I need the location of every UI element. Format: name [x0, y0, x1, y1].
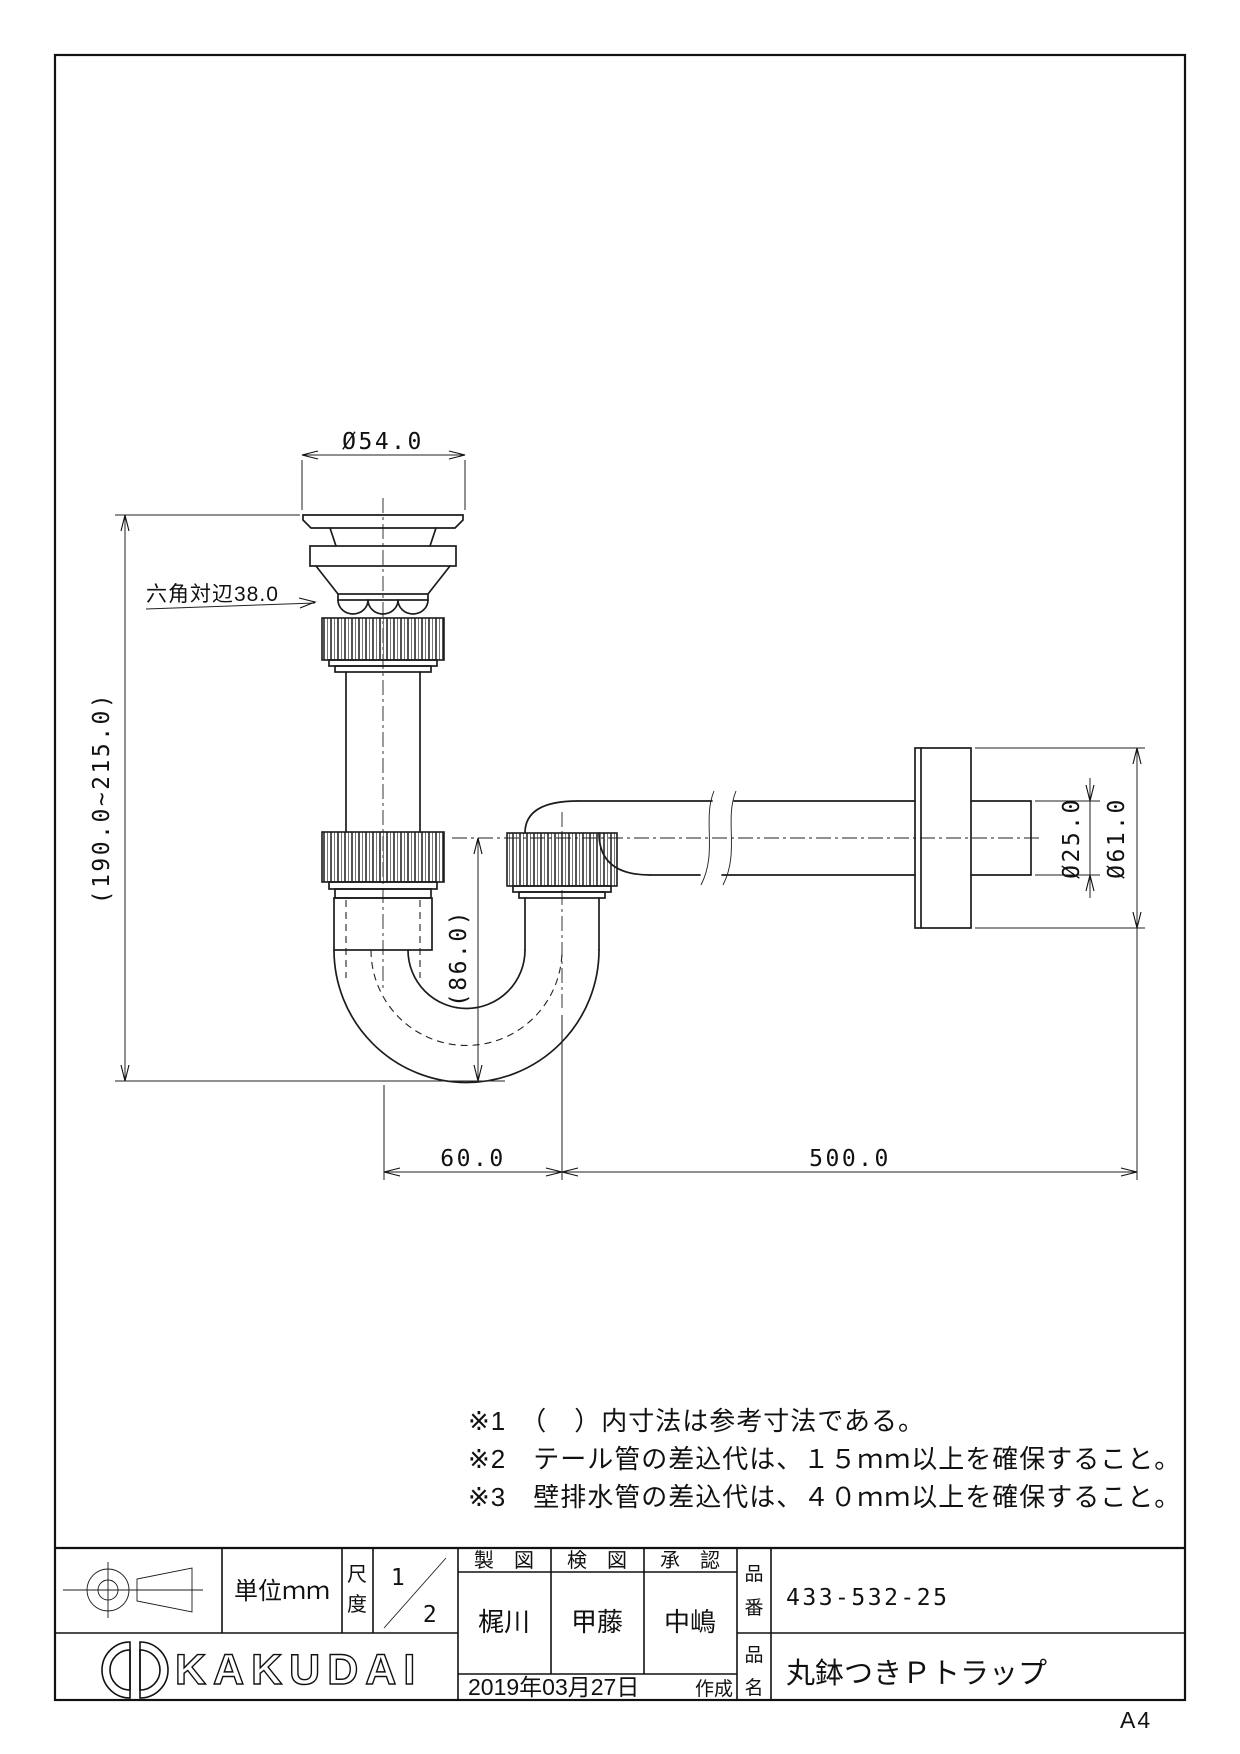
notes: ※1 （ ）内寸法は参考寸法である。 ※2 テール管の差込代は、１５ｍｍ以上を確…	[468, 1406, 1181, 1512]
part-name-label-bottom: 名	[744, 1677, 763, 1699]
dimension-pipe-diameter: Ø25.0	[1035, 778, 1100, 898]
scale-label-top: 尺	[347, 1564, 367, 1586]
dim-offset-label: 60.0	[440, 1146, 505, 1172]
product-name: 丸鉢つきＰトラップ	[786, 1657, 1047, 1690]
note-1: ※1 （ ）内寸法は参考寸法である。	[468, 1406, 925, 1436]
projection-symbol-icon	[63, 1562, 203, 1618]
tail-pipe	[345, 671, 421, 833]
dimension-offset-and-length: 60.0 500.0	[383, 748, 1138, 1180]
creation-date: 2019年03月27日	[468, 1674, 639, 1700]
union-nut-upper	[321, 617, 445, 673]
dim-length-label: 500.0	[809, 1146, 891, 1172]
trap-body	[333, 897, 433, 978]
dimension-height-range: (190.0~215.0)	[89, 514, 505, 1082]
dim-height-range-label: (190.0~215.0)	[89, 692, 115, 905]
title-block: 単位ｍｍ 尺 度 1 2 製 図 検 図 承 認 梶川 甲藤 中嶋 2019年0…	[55, 1546, 1185, 1700]
approved-by: 中嶋	[664, 1607, 716, 1637]
created-label: 作成	[695, 1678, 733, 1700]
centerlines	[382, 498, 1042, 1008]
drain-flange	[302, 514, 464, 601]
dimension-escutcheon-diameter: Ø61.0	[975, 747, 1145, 929]
checked-by: 甲藤	[571, 1607, 623, 1637]
pipe-break-line	[700, 790, 715, 886]
scale-label-bottom: 度	[347, 1593, 367, 1616]
part-name-label-top: 品	[744, 1645, 763, 1666]
scale-denominator: 2	[423, 1602, 439, 1628]
dimension-hex-flats-leader: 六角対辺38.0	[145, 583, 317, 610]
escutcheon-flange	[914, 747, 972, 929]
pipe-break-line	[722, 790, 737, 886]
sheet-size-label: A4	[1120, 1707, 1152, 1733]
union-nut-outlet	[506, 832, 618, 899]
checked-header: 検 図	[567, 1549, 627, 1572]
dim-seal-depth-label: (86.0)	[446, 909, 472, 1007]
hex-nut	[337, 599, 429, 615]
part-number-label-top: 品	[744, 1564, 763, 1585]
unit-label: 単位ｍｍ	[234, 1578, 330, 1605]
scale-value: 1 2	[383, 1557, 447, 1629]
wall-pipe	[524, 790, 1032, 886]
part-number-label-bottom: 番	[744, 1597, 763, 1619]
drafted-header: 製 図	[474, 1549, 534, 1572]
note-3: ※3 壁排水管の差込代は、４０ｍｍ以上を確保すること。	[468, 1482, 1181, 1512]
dim-flange-diameter-label: Ø54.0	[342, 429, 424, 455]
dim-pipe-diameter-label: Ø25.0	[1059, 797, 1085, 879]
dim-escutcheon-diameter-label: Ø61.0	[1104, 797, 1130, 879]
approved-header: 承 認	[660, 1549, 720, 1572]
scale-numerator: 1	[391, 1565, 407, 1591]
u-bend	[333, 897, 600, 1084]
brand-logo-text: KAKUDAI	[175, 1646, 422, 1694]
dimension-flange-diameter: Ø54.0	[301, 429, 466, 510]
dimension-seal-depth: (86.0)	[446, 837, 483, 1082]
union-nut-trap-inlet	[321, 831, 445, 899]
sheet-border	[53, 53, 1187, 1702]
drafted-by: 梶川	[478, 1607, 530, 1637]
dim-hex-flats-label: 六角対辺38.0	[146, 583, 279, 606]
kakudai-logo-icon	[101, 1641, 169, 1699]
note-2: ※2 テール管の差込代は、１５ｍｍ以上を確保すること。	[468, 1444, 1181, 1474]
part-number: 433-532-25	[786, 1585, 949, 1611]
